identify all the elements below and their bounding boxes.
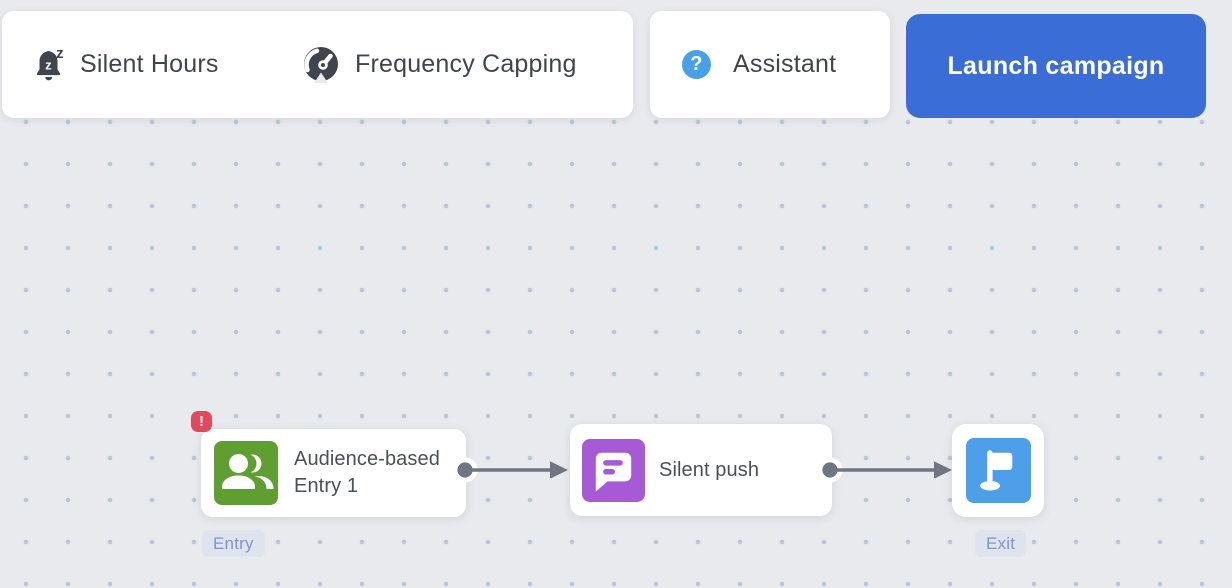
- output-port-dot: [457, 462, 473, 478]
- arrowhead-icon: [934, 461, 952, 479]
- frequency-capping-button[interactable]: Frequency Capping: [300, 11, 577, 118]
- launch-campaign-button[interactable]: Launch campaign: [906, 14, 1206, 118]
- toolbar-settings-card: z z Silent Hours Frequency Capping: [2, 11, 633, 118]
- entry-tag: Entry: [202, 530, 265, 557]
- output-port-dot: [822, 462, 838, 478]
- svg-text:z: z: [56, 45, 64, 62]
- node-audience-entry[interactable]: ! Audience-based Entry 1: [191, 411, 466, 517]
- node-title: Silent push: [659, 458, 760, 481]
- node-title: Audience-based Entry 1: [294, 448, 440, 497]
- push-message-icon: [582, 438, 645, 502]
- error-badge: !: [191, 411, 212, 432]
- gauge-notch: [314, 72, 328, 83]
- audience-icon: [214, 441, 278, 505]
- silent-hours-label: Silent Hours: [80, 50, 219, 78]
- node-silent-push[interactable]: Silent push: [570, 424, 832, 516]
- silent-hours-button[interactable]: z z Silent Hours: [33, 11, 219, 118]
- gauge-icon: [304, 46, 338, 83]
- connector-push-to-exit: [817, 457, 952, 483]
- svg-text:z: z: [45, 57, 52, 72]
- assistant-button[interactable]: ? Assistant: [650, 11, 890, 118]
- question-icon: ?: [682, 50, 711, 79]
- connector-entry-to-push: [452, 457, 568, 483]
- assistant-label: Assistant: [733, 50, 837, 78]
- snooze-bell-icon: z z: [37, 45, 64, 80]
- arrowhead-icon: [550, 461, 568, 479]
- question-glyph: ?: [690, 53, 703, 75]
- exit-tag: Exit: [975, 530, 1027, 557]
- frequency-capping-label: Frequency Capping: [355, 50, 577, 78]
- flag-icon: [965, 438, 1031, 503]
- node-exit[interactable]: [952, 424, 1044, 517]
